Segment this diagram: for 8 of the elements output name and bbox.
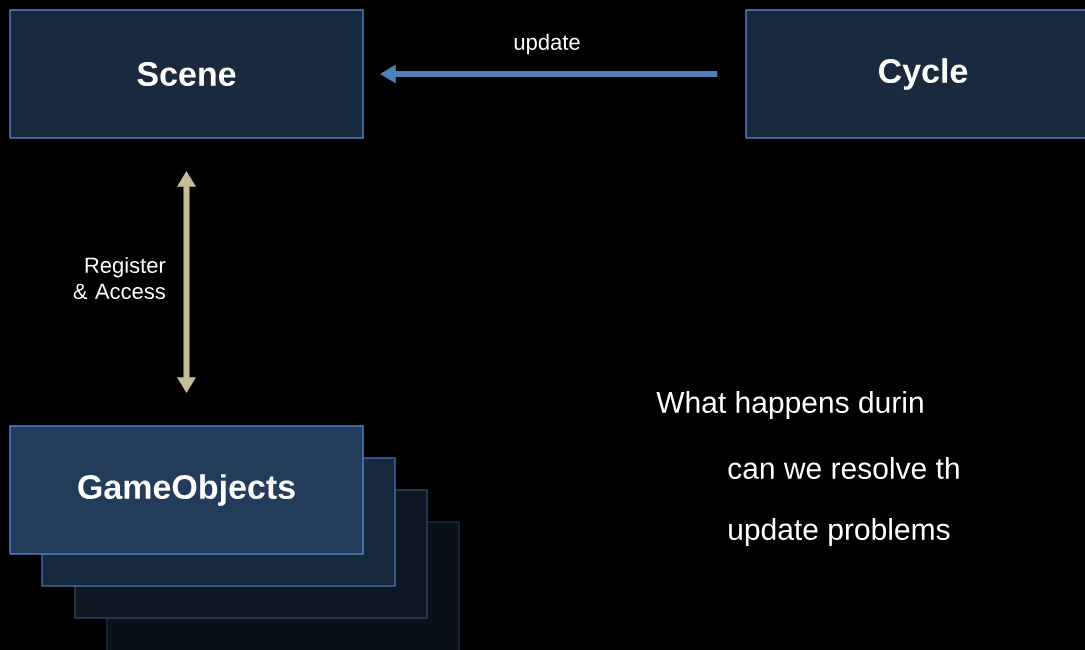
process-box: Scene [9, 9, 364, 139]
process-box: GameObjects [9, 425, 364, 555]
question-text: What happens durin [656, 391, 923, 419]
edge-label: update [514, 33, 580, 55]
question-text: can we resolve th [728, 457, 959, 479]
question-text: update problems [729, 518, 950, 546]
edge-label: Register & Access [73, 256, 166, 300]
process-box: Cycle [745, 9, 1085, 139]
